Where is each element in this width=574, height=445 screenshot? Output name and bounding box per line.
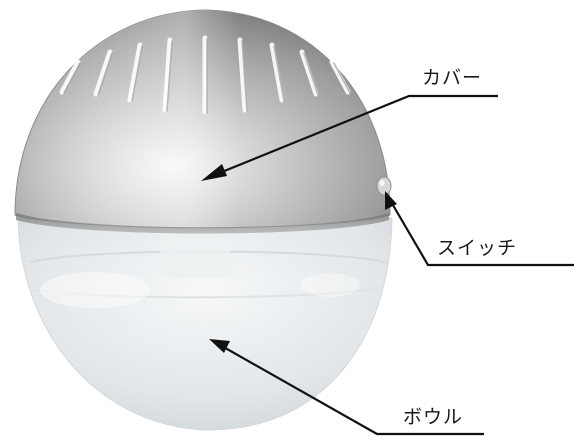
switch-knob [377,177,391,195]
cover-part [15,10,390,234]
cover-label: カバー [422,69,482,88]
switch-label: スイッチ [437,239,517,258]
bowl-part [18,218,392,430]
bowl-label: ボウル [403,408,463,427]
